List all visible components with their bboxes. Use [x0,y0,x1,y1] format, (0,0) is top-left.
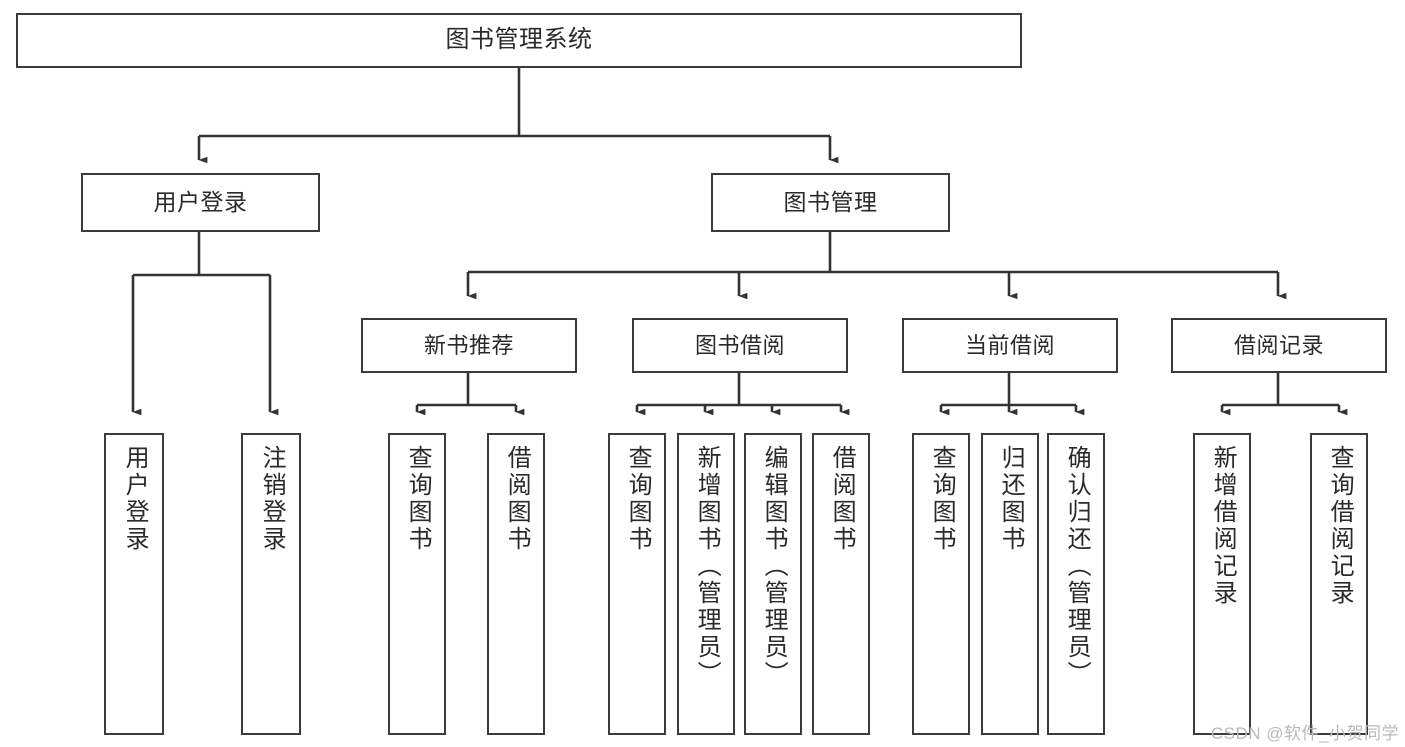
leaf-add-borrow-record[interactable]: 新增借阅记录 [1193,433,1251,735]
leaf-new-book-borrow-label: 借阅图书 [503,445,531,553]
leaf-add-book-admin-label: 新增图书（管理员） [693,445,721,688]
leaf-edit-book-admin[interactable]: 编辑图书（管理员） [744,433,802,735]
leaf-borrow-query-book-label: 查询图书 [624,445,652,553]
leaf-user-login[interactable]: 用户登录 [104,433,164,735]
leaf-query-borrow-record[interactable]: 查询借阅记录 [1310,433,1368,735]
node-book-management[interactable]: 图书管理 [711,173,950,232]
node-book-management-label: 图书管理 [783,188,878,215]
node-new-book-recommend-label: 新书推荐 [423,332,514,358]
leaf-borrow-book[interactable]: 借阅图书 [812,433,870,735]
leaf-logout-label: 注销登录 [258,445,286,553]
leaf-current-query-book[interactable]: 查询图书 [912,433,970,735]
leaf-query-borrow-record-label: 查询借阅记录 [1326,445,1354,607]
leaf-user-login-label: 用户登录 [121,445,149,553]
node-user-login-label: 用户登录 [153,188,248,215]
leaf-current-query-book-label: 查询图书 [928,445,956,553]
leaf-edit-book-admin-label: 编辑图书（管理员） [760,445,788,688]
node-borrow-record-label: 借阅记录 [1233,332,1324,358]
leaf-new-book-query-label: 查询图书 [404,445,432,553]
leaf-return-book-label: 归还图书 [997,445,1025,553]
node-user-login[interactable]: 用户登录 [81,173,320,232]
leaf-add-book-admin[interactable]: 新增图书（管理员） [677,433,735,735]
node-book-borrow-label: 图书借阅 [694,332,785,358]
node-current-borrow-label: 当前借阅 [964,332,1055,358]
leaf-return-book[interactable]: 归还图书 [981,433,1039,735]
leaf-logout[interactable]: 注销登录 [241,433,301,735]
node-root-system-label: 图书管理系统 [445,26,593,54]
leaf-confirm-return-admin[interactable]: 确认归还（管理员） [1047,433,1105,735]
leaf-borrow-book-label: 借阅图书 [828,445,856,553]
node-current-borrow[interactable]: 当前借阅 [902,318,1118,373]
leaf-new-book-borrow[interactable]: 借阅图书 [487,433,545,735]
node-book-borrow[interactable]: 图书借阅 [632,318,848,373]
node-new-book-recommend[interactable]: 新书推荐 [361,318,577,373]
csdn-watermark: CSDN @软件_小贺同学 [1210,724,1399,743]
leaf-new-book-query[interactable]: 查询图书 [388,433,446,735]
leaf-confirm-return-admin-label: 确认归还（管理员） [1063,445,1091,688]
leaf-add-borrow-record-label: 新增借阅记录 [1209,445,1237,607]
node-borrow-record[interactable]: 借阅记录 [1171,318,1387,373]
leaf-borrow-query-book[interactable]: 查询图书 [608,433,666,735]
node-root-system[interactable]: 图书管理系统 [16,13,1022,68]
